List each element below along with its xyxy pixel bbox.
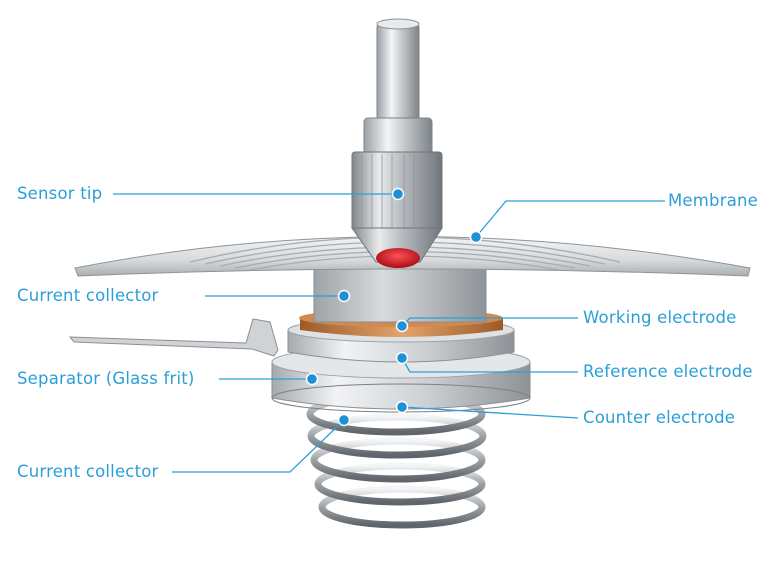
contact-tab: [68, 318, 279, 357]
dot-counter-electrode: [395, 400, 409, 414]
spring: [306, 392, 487, 529]
dot-current-collector-bottom: [337, 413, 351, 427]
label-current-collector-bottom: Current collector: [17, 462, 159, 481]
dot-current-collector-top: [337, 289, 351, 303]
marker-dots: [305, 187, 483, 427]
label-sensor-tip: Sensor tip: [17, 184, 103, 203]
label-current-collector-top: Current collector: [17, 286, 159, 305]
dot-working-electrode: [395, 319, 409, 333]
dot-reference-electrode: [395, 351, 409, 365]
label-working-electrode: Working electrode: [583, 308, 737, 327]
dot-sensor-tip: [391, 187, 405, 201]
label-counter-electrode: Counter electrode: [583, 408, 736, 427]
tip-red: [376, 248, 420, 268]
dot-separator: [305, 372, 319, 386]
label-reference-electrode: Reference electrode: [583, 362, 753, 381]
dot-membrane: [469, 230, 483, 244]
label-separator: Separator (Glass frit): [17, 369, 195, 388]
label-membrane: Membrane: [668, 191, 759, 210]
sensor-pin: [351, 18, 443, 268]
